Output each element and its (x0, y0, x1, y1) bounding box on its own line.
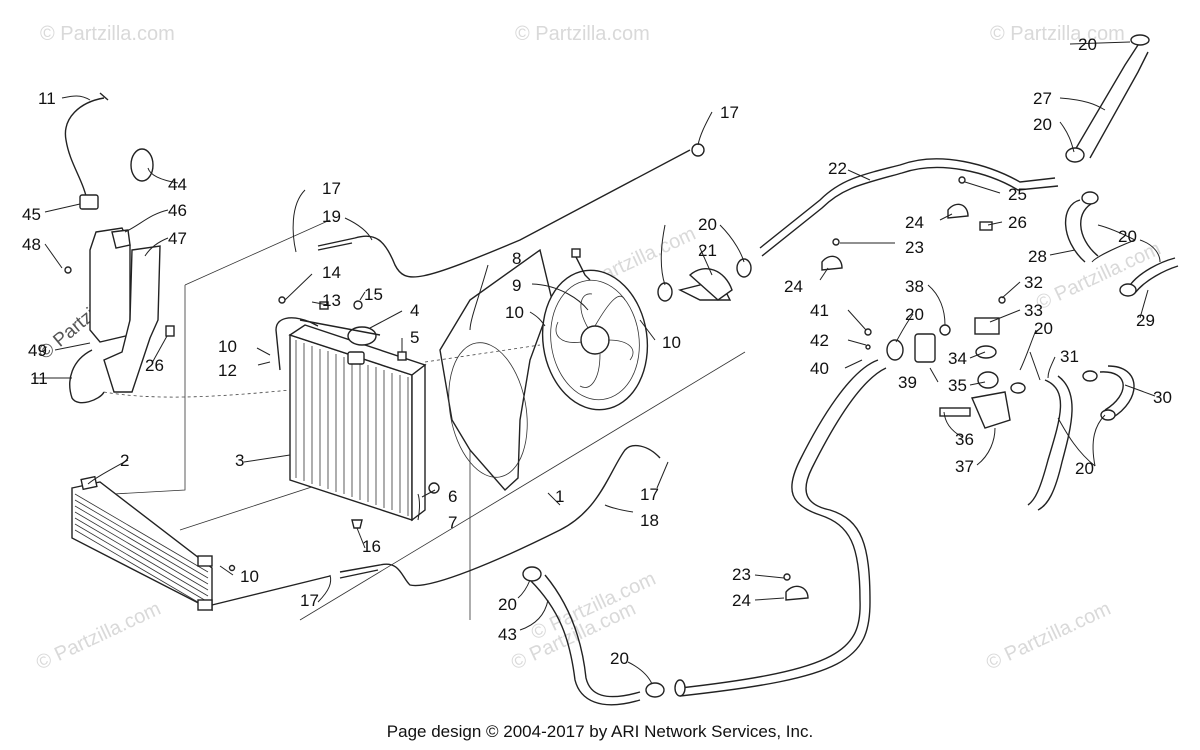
callout-17: 17 (322, 179, 341, 198)
callout-40: 40 (810, 359, 829, 378)
callout-43: 43 (498, 625, 517, 644)
callout-24: 24 (905, 213, 924, 232)
fan-shroud (424, 248, 553, 492)
callout-14: 14 (322, 263, 341, 282)
callout-25: 25 (1008, 185, 1027, 204)
callout-36: 36 (955, 430, 974, 449)
callout-23: 23 (732, 565, 751, 584)
overflow-hose (64, 97, 105, 206)
copyright-footer: Page design © 2004-2017 by ARI Network S… (386, 722, 814, 741)
overflow-hose-lower (69, 349, 105, 404)
callout-20: 20 (1075, 459, 1094, 478)
callout-17: 17 (300, 591, 319, 610)
radiator (275, 296, 440, 529)
callout-38: 38 (905, 277, 924, 296)
callout-2: 2 (120, 451, 129, 470)
callout-10: 10 (240, 567, 259, 586)
coolant-hoses (211, 34, 1150, 706)
callout-30: 30 (1153, 388, 1172, 407)
watermark: © Partzilla.com (40, 23, 175, 45)
callout-3: 3 (235, 451, 244, 470)
callout-17: 17 (640, 485, 659, 504)
callout-42: 42 (810, 331, 829, 350)
leader-lines (33, 41, 1161, 685)
callout-34: 34 (948, 349, 967, 368)
callout-15: 15 (364, 285, 383, 304)
callout-4: 4 (410, 301, 419, 320)
callout-39: 39 (898, 373, 917, 392)
callout-22: 22 (828, 159, 847, 178)
callout-13: 13 (322, 291, 341, 310)
callout-20: 20 (905, 305, 924, 324)
callout-45: 45 (22, 205, 41, 224)
callout-26: 26 (145, 356, 164, 375)
callout-47: 47 (168, 229, 187, 248)
callout-20: 20 (1034, 319, 1053, 338)
callout-11: 11 (30, 369, 48, 388)
callout-35: 35 (948, 376, 967, 395)
callout-28: 28 (1028, 247, 1047, 266)
callout-20: 20 (1078, 35, 1097, 54)
watermark: © Partzilla.com (515, 23, 650, 45)
callout-44: 44 (168, 175, 187, 194)
callout-12: 12 (218, 361, 237, 380)
reservoir-bracket (103, 245, 161, 393)
watermark: © Partzilla.com (990, 23, 1125, 45)
callout-32: 32 (1024, 273, 1043, 292)
callout-19: 19 (322, 207, 341, 226)
callout-6: 6 (448, 487, 457, 506)
watermark: © Partzilla.com (983, 598, 1114, 675)
callout-20: 20 (610, 649, 629, 668)
callout-8: 8 (512, 249, 521, 268)
radiator-cap (347, 326, 377, 346)
callout-29: 29 (1136, 311, 1155, 330)
callout-numbers: 11 44 45 46 48 47 49 26 11 2 3 17 19 14 … (22, 35, 1172, 668)
callout-48: 48 (22, 235, 41, 254)
callout-31: 31 (1060, 347, 1079, 366)
callout-33: 33 (1024, 301, 1043, 320)
hose-clamp-ring (130, 148, 154, 182)
callout-11: 11 (38, 89, 56, 108)
callout-10: 10 (662, 333, 681, 352)
callout-20: 20 (1033, 115, 1052, 134)
callout-10: 10 (218, 337, 237, 356)
cooling-fan (541, 248, 649, 411)
callout-18: 18 (640, 511, 659, 530)
callout-17: 17 (720, 103, 739, 122)
vent-hose (317, 149, 691, 278)
callout-27: 27 (1033, 89, 1052, 108)
callout-20: 20 (698, 215, 717, 234)
callout-49: 49 (28, 341, 47, 360)
watermark: © Partzilla.com (33, 598, 164, 675)
thermostat-housing-assembly (657, 143, 1179, 697)
callout-26: 26 (1008, 213, 1027, 232)
callout-37: 37 (955, 457, 974, 476)
oil-cooler (71, 475, 236, 612)
callout-1: 1 (555, 487, 564, 506)
coolant-reservoir-assembly (64, 92, 291, 404)
callout-24: 24 (732, 591, 751, 610)
callout-24: 24 (784, 277, 803, 296)
callout-21: 21 (698, 241, 717, 260)
callout-23: 23 (905, 238, 924, 257)
callout-16: 16 (362, 537, 381, 556)
callout-9: 9 (512, 276, 521, 295)
callout-7: 7 (448, 513, 457, 532)
screw (64, 266, 72, 274)
callout-41: 41 (810, 301, 829, 320)
callout-20: 20 (1118, 227, 1137, 246)
reservoir-cap (79, 194, 99, 210)
fastener (165, 325, 175, 337)
callout-20: 20 (498, 595, 517, 614)
callout-46: 46 (168, 201, 187, 220)
callout-10: 10 (505, 303, 524, 322)
callout-5: 5 (410, 328, 419, 347)
